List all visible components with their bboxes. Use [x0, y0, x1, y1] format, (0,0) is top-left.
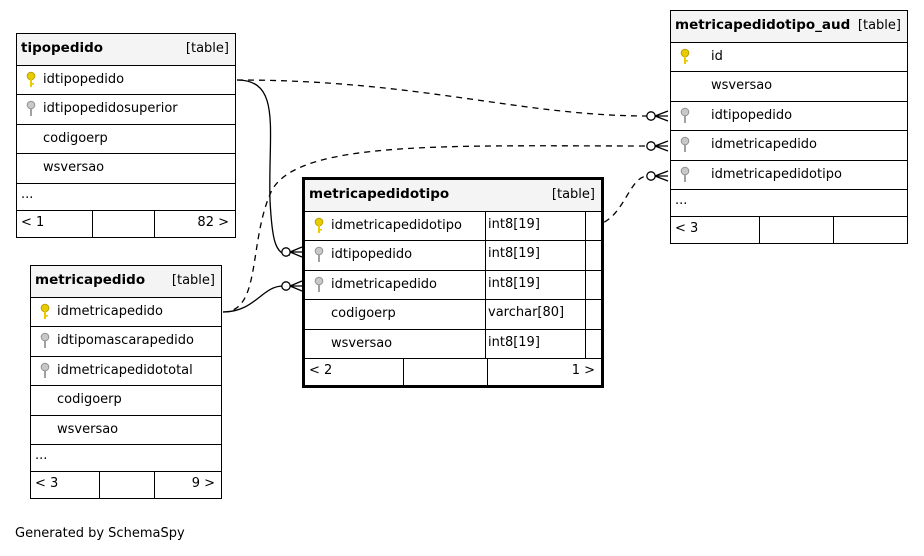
column-row[interactable]: wsversao — [671, 72, 907, 102]
edge-metricapedidotipo-aud — [593, 175, 649, 227]
column-name: codigoerp — [43, 130, 108, 146]
table-header: tipopedido [table] — [17, 34, 235, 66]
column-row[interactable]: idtipopedido — [671, 102, 907, 132]
column-row[interactable]: idmetricapedidotipo int8[19] — [305, 212, 601, 242]
column-type: varchar[80] — [488, 305, 565, 321]
edge-tipopedido-metricapedidotipo — [236, 79, 291, 256]
column-name: codigoerp — [331, 306, 396, 322]
table-type: [table] — [551, 187, 595, 202]
parents-link[interactable]: < 1 — [21, 214, 45, 230]
foreign-key-icon — [314, 247, 324, 263]
column-name: wsversao — [711, 78, 773, 94]
column-row[interactable]: idtipopedido int8[19] — [305, 241, 601, 271]
column-name: idmetricapedido — [331, 276, 438, 292]
foreign-key-icon — [314, 276, 324, 292]
edge-metricapedido-aud — [222, 145, 649, 313]
foreign-key-icon — [40, 362, 50, 378]
column-name: idtipopedidosuperior — [43, 101, 178, 117]
table-type: [table] — [857, 18, 901, 33]
column-row[interactable]: idmetricapedido int8[19] — [305, 270, 601, 301]
column-type: int8[19] — [488, 334, 540, 350]
column-name: wsversao — [331, 335, 393, 351]
parents-link[interactable]: < 3 — [675, 220, 699, 236]
ellipsis-text: ... — [21, 186, 34, 202]
table-footer: < 2 1 > — [305, 358, 601, 385]
table-type: [table] — [171, 273, 215, 288]
column-type: int8[19] — [488, 246, 540, 262]
column-name: wsversao — [57, 421, 119, 437]
column-row[interactable]: wsversao int8[19] — [305, 329, 601, 359]
table-name: metricapedidotipo — [309, 186, 450, 202]
table-header: metricapedido [table] — [31, 266, 221, 298]
column-row[interactable]: idtipopedido — [17, 66, 235, 96]
table-header: metricapedidotipo_aud [table] — [671, 11, 907, 43]
table-footer: < 3 — [671, 216, 907, 243]
table-type: [table] — [185, 41, 229, 56]
column-row[interactable]: idmetricapedidototal — [31, 357, 221, 387]
edge-tipopedido-aud — [236, 79, 649, 117]
table-footer: < 1 82 > — [17, 210, 235, 237]
table-name: metricapedido — [35, 272, 146, 288]
column-row[interactable]: codigoerp — [31, 386, 221, 416]
ellipsis-text: ... — [35, 447, 48, 463]
column-name: codigoerp — [57, 392, 122, 408]
column-row[interactable]: id — [671, 43, 907, 73]
edge-metricapedido-metricapedidotipo — [222, 285, 284, 313]
table-metricapedidotipo-aud[interactable]: metricapedidotipo_aud [table] id wsversa… — [670, 10, 908, 244]
table-name: tipopedido — [21, 40, 104, 56]
children-link[interactable]: 82 > — [197, 214, 229, 230]
column-row[interactable]: wsversao — [31, 416, 221, 445]
column-name: idtipopedido — [43, 72, 125, 87]
column-row[interactable]: idtipopedidosuperior — [17, 95, 235, 125]
column-name: idmetricapedidotipo — [331, 218, 462, 233]
column-type: int8[19] — [488, 217, 540, 232]
column-row[interactable]: idmetricapedido — [31, 298, 221, 328]
more-columns: ... — [671, 190, 907, 217]
column-row[interactable]: wsversao — [17, 154, 235, 184]
generated-by-text: Generated by SchemaSpy — [15, 526, 185, 541]
primary-key-icon — [680, 48, 690, 64]
primary-key-icon — [40, 303, 50, 319]
column-name: idtipomascarapedido — [57, 333, 194, 349]
parents-link[interactable]: < 3 — [35, 475, 59, 491]
parents-link[interactable]: < 2 — [309, 362, 333, 378]
more-columns: ... — [31, 445, 221, 472]
column-name: idmetricapedidotipo — [711, 166, 842, 182]
column-name: idtipopedido — [331, 247, 413, 263]
children-link[interactable]: 9 > — [191, 475, 215, 491]
foreign-key-icon — [26, 101, 36, 117]
column-row[interactable]: codigoerp varchar[80] — [305, 300, 601, 330]
column-name: idmetricapedidototal — [57, 362, 193, 378]
column-row[interactable]: codigoerp — [17, 125, 235, 155]
column-name: idtipopedido — [711, 107, 793, 123]
children-link[interactable]: 1 > — [571, 362, 595, 378]
primary-key-icon — [314, 217, 324, 233]
table-name: metricapedidotipo_aud — [675, 17, 851, 33]
column-type: int8[19] — [488, 275, 540, 291]
column-name: idmetricapedido — [57, 304, 164, 319]
table-header: metricapedidotipo [table] — [305, 180, 601, 212]
ellipsis-text: ... — [675, 192, 688, 208]
column-name: wsversao — [43, 160, 105, 176]
column-row[interactable]: idmetricapedido — [671, 131, 907, 161]
more-columns: ... — [17, 184, 235, 211]
foreign-key-icon — [40, 333, 50, 349]
table-footer: < 3 9 > — [31, 471, 221, 498]
table-tipopedido[interactable]: tipopedido [table] idtipopedido idtipope… — [16, 33, 236, 238]
column-name: id — [711, 49, 723, 64]
table-metricapedidotipo[interactable]: metricapedidotipo [table] idmetricapedid… — [302, 177, 604, 388]
foreign-key-icon — [680, 107, 690, 123]
column-row[interactable]: idmetricapedidotipo — [671, 161, 907, 190]
foreign-key-icon — [680, 136, 690, 153]
table-metricapedido[interactable]: metricapedido [table] idmetricapedido id… — [30, 265, 222, 499]
primary-key-icon — [26, 71, 36, 87]
column-row[interactable]: idtipomascarapedido — [31, 327, 221, 357]
column-name: idmetricapedido — [711, 137, 818, 153]
foreign-key-icon — [680, 166, 690, 182]
